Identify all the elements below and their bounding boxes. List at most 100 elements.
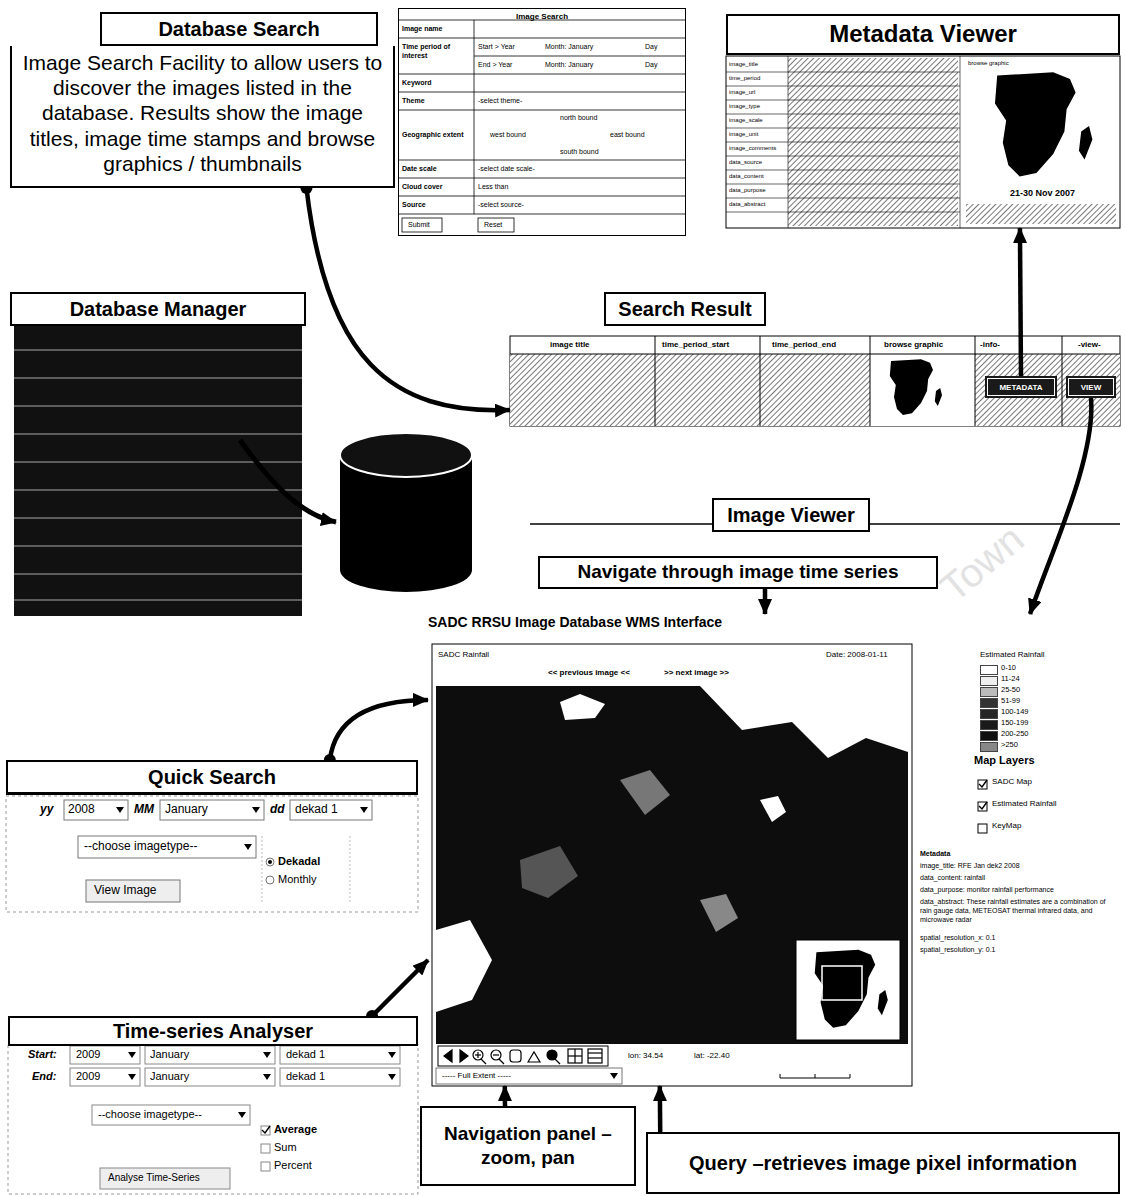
form-field-label: Source: [402, 201, 426, 209]
metadata-field: image_scale: [729, 117, 763, 124]
panel-title: SADC RRSU Image Database WMS Interface: [428, 614, 848, 631]
legend-text: 100-149: [1001, 708, 1029, 717]
legend-swatch: [980, 698, 998, 708]
legend-text: >250: [1001, 741, 1018, 750]
form-field-label: Day: [645, 43, 657, 51]
form-field-label: Month: January: [545, 43, 593, 51]
form-control-text: Dekadal: [278, 855, 320, 868]
layer-label: KeyMap: [992, 821, 1021, 830]
form-control-text: Start:: [28, 1048, 57, 1061]
form-field-label: Month: January: [545, 61, 593, 69]
form-field-label: east bound: [610, 131, 645, 139]
form-field-label: End > Year: [478, 61, 512, 69]
form-title: Image Search: [399, 9, 685, 22]
metadata-field: data_purpose: [729, 187, 766, 194]
metadata-text: spatial_resolution_y: 0.1: [920, 946, 996, 954]
form-control-text: MM: [134, 803, 154, 817]
metadata-text: image_title: RFE Jan dek2 2008: [920, 862, 1118, 871]
table-header: image title: [550, 340, 590, 349]
form-control-text: --choose imagetype--: [98, 1108, 202, 1121]
legend-text: 11-24: [1001, 675, 1020, 684]
callout-box: Navigation panel – zoom, pan: [420, 1106, 636, 1186]
box-heading: Search Result: [604, 292, 766, 326]
metadata-field: time_period: [729, 75, 760, 82]
map-viewer-text: lat: -22.40: [694, 1051, 730, 1060]
box-body: Image Search Facility to allow users to …: [10, 46, 395, 188]
table-header: time_period_start: [662, 340, 729, 349]
callout-box: Query –retrieves image pixel information: [646, 1132, 1120, 1194]
box-heading: Database Manager: [10, 292, 306, 326]
metadata-field: image_unit: [729, 131, 758, 138]
connector-arrow: [330, 700, 428, 760]
wms-interface-panel: SADC RRSU Image Database WMS Interface: [428, 614, 1120, 1086]
box-heading: Database Search: [100, 12, 378, 46]
button-text: METADATA: [999, 383, 1042, 392]
form-field-label: west bound: [490, 131, 526, 139]
form-field-label: Start > Year: [478, 43, 515, 51]
metadata-text: spatial_resolution_x: 0.1: [920, 934, 996, 942]
connector-arrow: [503, 1086, 508, 1106]
watermark: Town: [931, 515, 1032, 610]
table-header: time_period_end: [772, 340, 836, 349]
metadata-field: image_url: [729, 89, 755, 96]
table-header: -view-: [1078, 340, 1101, 349]
metadata-text: data_content: rainfall: [920, 874, 985, 882]
map-viewer-text: Date: 2008-01-11: [826, 650, 888, 659]
map-viewer-text: << previous image <<: [548, 668, 630, 677]
callout-text: Query –retrieves image pixel information: [646, 1132, 1120, 1194]
form-field-label: Date scale: [402, 165, 437, 173]
box-heading: Image Viewer: [712, 498, 870, 532]
callout-box: Database SearchImage Search Facility to …: [10, 12, 395, 188]
form-field-label: Cloud cover: [402, 183, 442, 191]
map-viewer-text: SADC Rainfall: [438, 650, 489, 659]
button-text: VIEW: [1081, 383, 1101, 392]
legend-swatch: [980, 720, 998, 730]
form-field-label: Keyword: [402, 79, 432, 87]
form-field-label: south bound: [560, 148, 599, 156]
legend-text: 150-199: [1001, 719, 1029, 728]
form-field-label: Less than: [478, 183, 508, 191]
form-control-text: Sum: [274, 1141, 297, 1154]
form-control-text: --choose imagetype--: [84, 840, 197, 854]
browse-caption: 21-30 Nov 2007: [1010, 188, 1075, 198]
form-control-text: Analyse Time-Series: [108, 1172, 200, 1184]
timeseries-panel: Time-series Analyser: [8, 1016, 418, 1192]
form-control-text: January: [165, 803, 208, 817]
map-viewer-text: lon: 34.54: [628, 1051, 663, 1060]
form-field-label: Day: [645, 61, 657, 69]
box-heading: Quick Search: [6, 760, 418, 795]
search-result-panel: Search ResultMETADATA VIEW: [510, 292, 1120, 426]
legend-swatch: [980, 665, 998, 675]
callout-text: Navigate through image time series: [538, 556, 938, 589]
form-field-label: -select theme-: [478, 97, 522, 105]
table-header: browse graphic: [884, 340, 943, 349]
form-control-text: 2009: [76, 1048, 100, 1061]
form-control-text: View Image: [94, 884, 156, 898]
form-field-label: -select source-: [478, 201, 524, 209]
connector-arrow: [763, 589, 768, 614]
layer-label: Estimated Rainfall: [992, 799, 1056, 808]
search-form-screenshot: Image Search: [398, 8, 686, 236]
box-heading: Time-series Analyser: [8, 1016, 418, 1046]
table-header: -info-: [980, 340, 1000, 349]
form-control-text: Average: [274, 1123, 317, 1136]
form-field-label: Reset: [484, 221, 502, 229]
form-control-text: Percent: [274, 1159, 312, 1172]
manager-title-box: Database Manager: [10, 292, 306, 326]
layer-label: SADC Map: [992, 777, 1032, 786]
form-field-label: north bound: [560, 114, 597, 122]
form-control-text: dekad 1: [286, 1048, 325, 1061]
browse-caption: browse graphic: [968, 60, 1009, 67]
metadata-field: data_abstract: [729, 201, 765, 208]
metadata-field: image_title: [729, 61, 758, 68]
form-control-text: January: [150, 1048, 189, 1061]
form-control-text: 2009: [76, 1070, 100, 1083]
metadata-text: data_abstract: These rainfall estimates …: [920, 898, 1118, 924]
form-control-text: Monthly: [278, 873, 317, 886]
form-field-label: Time period of interest: [402, 43, 472, 61]
connector-arrow: [1020, 228, 1021, 376]
box-heading: Metadata Viewer: [726, 14, 1120, 55]
legend-text: 200-250: [1001, 730, 1029, 739]
callout-text: Navigation panel – zoom, pan: [420, 1106, 636, 1186]
